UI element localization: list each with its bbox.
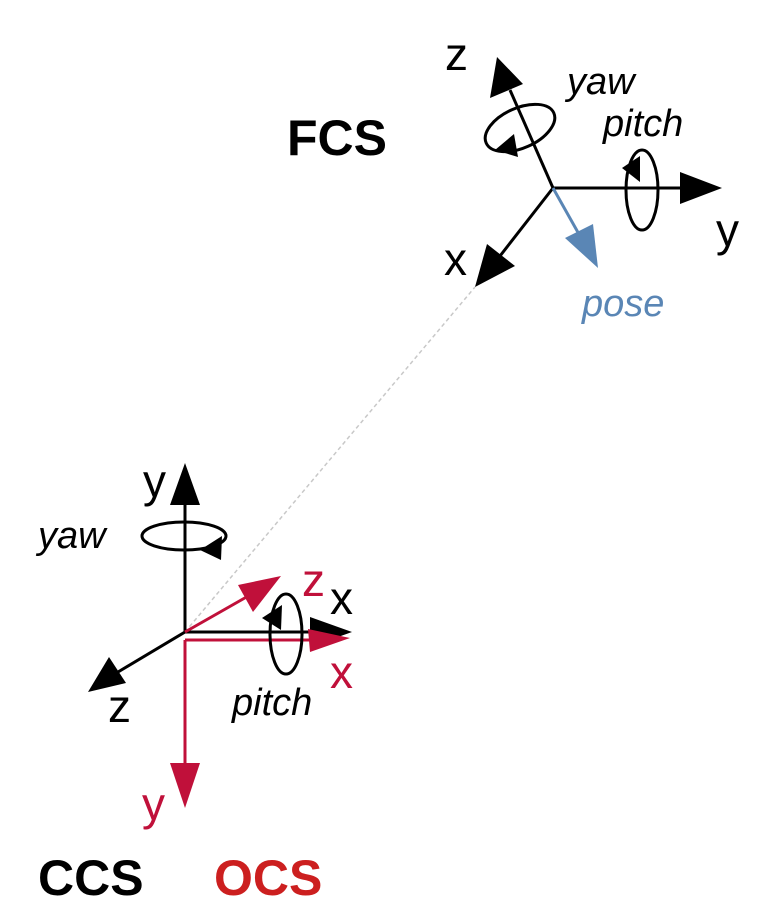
ocs-title: OCS	[214, 850, 322, 906]
ccs-title: CCS	[38, 850, 144, 906]
fcs-pitch-label: pitch	[602, 103, 683, 145]
fcs-x-arrowhead	[475, 244, 515, 287]
ocs-z-axis	[184, 593, 251, 634]
ccs-z-axis	[117, 630, 186, 674]
ccs-yaw-label: yaw	[35, 515, 108, 557]
ocs-z-label: z	[302, 554, 325, 606]
fcs-pitch-rotation-icon	[624, 148, 660, 232]
ocs-y-arrowhead	[170, 763, 200, 808]
fcs-title: FCS	[287, 110, 387, 166]
ccs-x-label: x	[330, 572, 353, 624]
ocs-frame: z x y OCS	[142, 554, 353, 906]
fcs-x-axis	[498, 187, 555, 257]
fcs-pitch-arrow-icon	[622, 156, 640, 182]
fcs-yaw-label: yaw	[564, 61, 637, 103]
ocs-z-arrowhead	[238, 576, 281, 612]
fcs-y-label: y	[716, 204, 739, 256]
ccs-z-label: z	[108, 680, 131, 732]
fcs-pose-axis	[551, 187, 582, 237]
ccs-pitch-rotation-icon	[268, 592, 304, 676]
fcs-yaw-rotation-icon	[483, 102, 557, 154]
fcs-yaw-arrow-icon	[495, 134, 518, 157]
fcs-x-label: x	[444, 233, 467, 285]
ccs-pitch-label: pitch	[231, 682, 312, 724]
ocs-x-label: x	[330, 646, 353, 698]
frame-link-line	[184, 286, 476, 633]
ccs-y-arrowhead	[170, 463, 200, 505]
fcs-frame: FCS z y x yaw pitch pose	[287, 28, 739, 325]
ccs-yaw-rotation-icon	[140, 520, 228, 552]
ocs-x-arrowhead	[308, 629, 350, 652]
fcs-z-label: z	[445, 28, 468, 80]
ccs-pitch-arrow-icon	[262, 605, 282, 630]
fcs-pose-label: pose	[581, 283, 664, 325]
ccs-y-label: y	[143, 455, 166, 507]
ccs-frame: y x z yaw pitch CCS	[35, 455, 353, 906]
ccs-z-arrowhead	[88, 657, 126, 692]
fcs-pose-arrowhead	[565, 224, 598, 268]
fcs-z-arrowhead	[490, 57, 523, 98]
ocs-y-label: y	[142, 778, 165, 830]
ccs-yaw-arrow-icon	[200, 536, 222, 560]
fcs-y-arrowhead	[680, 172, 722, 204]
